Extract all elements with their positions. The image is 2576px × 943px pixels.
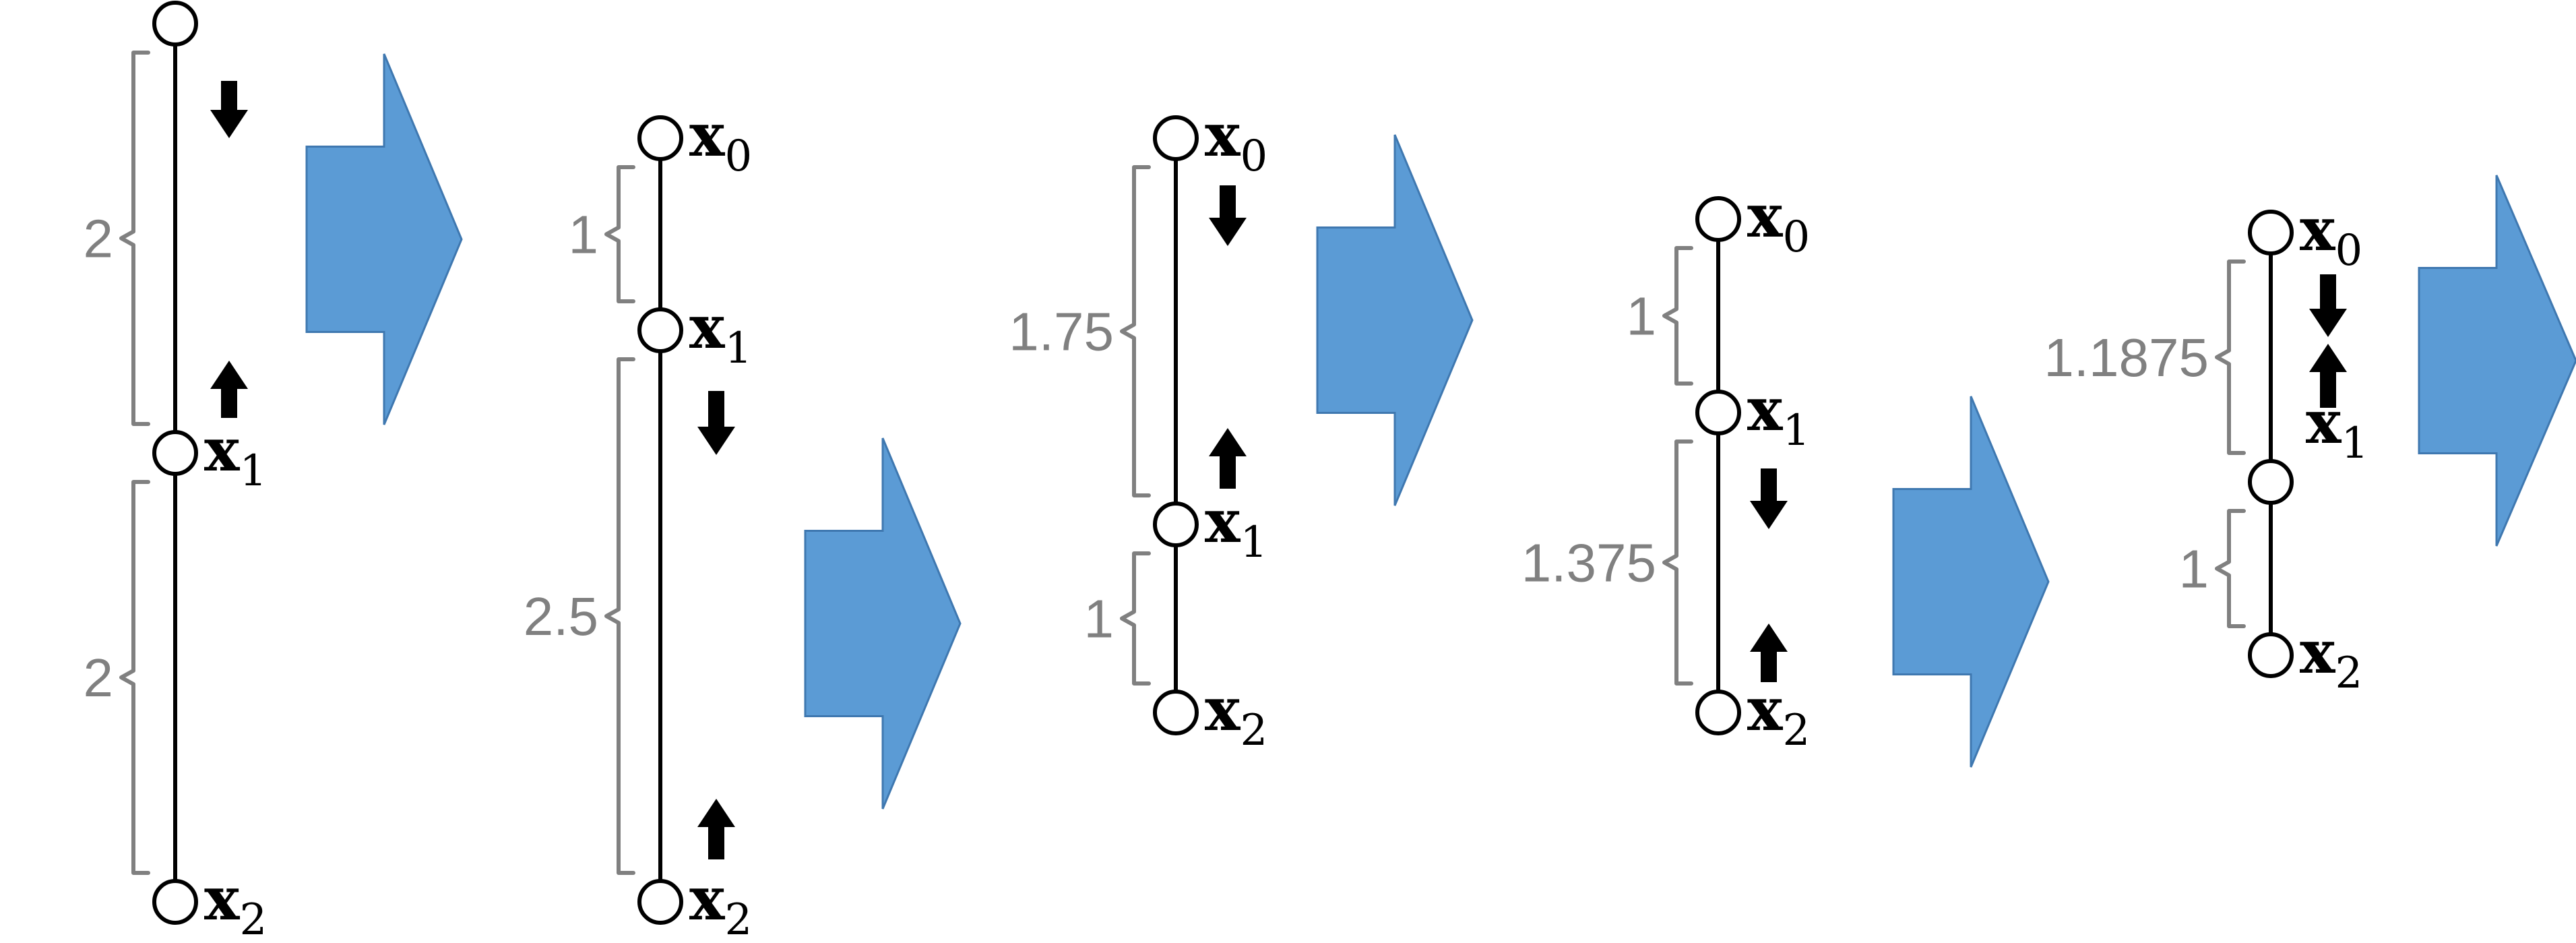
segment-brace <box>119 480 150 875</box>
segment-brace <box>1662 439 1693 686</box>
node-label-subscript: 0 <box>2335 226 2362 276</box>
node-label-subscript: 2 <box>239 895 267 943</box>
node-label-subscript: 0 <box>1240 131 1267 181</box>
step-arrows <box>305 53 2576 810</box>
node-label: x2 <box>1205 674 1267 756</box>
node-label-subscript: 0 <box>1782 212 1810 262</box>
segment-length-label: 1.375 <box>1521 533 1656 593</box>
node-label-subscript: 1 <box>1240 518 1267 568</box>
node-label: x0 <box>689 100 752 181</box>
node-label: x0 <box>2300 194 2362 276</box>
node-label: x2 <box>689 863 752 943</box>
node-label: x2 <box>204 863 267 943</box>
step-arrow-icon <box>1892 396 2050 768</box>
step-arrow-icon <box>1316 134 1474 506</box>
node-label: x2 <box>2300 617 2362 698</box>
node-circle-icon <box>637 879 683 925</box>
segment-length-label: 1 <box>2179 539 2209 599</box>
node-circle-icon <box>1695 690 1741 735</box>
arrow-down-icon <box>2309 274 2347 337</box>
node-label-subscript: 2 <box>724 895 752 943</box>
node-circle-icon <box>1695 196 1741 242</box>
node-label-subscript: 1 <box>1782 406 1810 456</box>
arrow-down-icon <box>1209 185 1247 246</box>
node-label-subscript: 1 <box>724 324 752 373</box>
segment-brace <box>2215 509 2246 628</box>
node-label-subscript: 0 <box>724 131 752 181</box>
panel-p1: 2 2 x1 x2 <box>84 1 267 943</box>
node-label: x1 <box>1205 486 1267 568</box>
segment-length-label: 1 <box>569 205 599 265</box>
node-circle-icon <box>152 430 198 476</box>
arrow-up-icon <box>210 361 248 418</box>
panel-p4: 1 1.375 x0 x1 x2 <box>1521 181 1810 756</box>
node-label: x0 <box>1205 100 1267 181</box>
panel-p2: 1 2.5 x0 x1 x2 <box>524 100 752 943</box>
arrow-down-icon <box>697 391 735 455</box>
node-label-subscript: 2 <box>1782 706 1810 756</box>
node-label: x0 <box>1747 181 1810 262</box>
panel-p5: 1.1875 1 x0 x1 x2 <box>2044 194 2368 698</box>
node-circle-icon <box>1153 690 1199 735</box>
node-circle-icon <box>2248 210 2294 255</box>
node-circle-icon <box>2248 459 2294 505</box>
segment-brace <box>604 165 635 303</box>
node-label: x1 <box>2306 387 2368 468</box>
segment-brace <box>119 51 150 426</box>
node-circle-icon <box>152 1 198 47</box>
segment-brace <box>1662 246 1693 386</box>
node-label-subscript: 2 <box>1240 706 1267 756</box>
segment-brace <box>2215 260 2246 455</box>
node-circle-icon <box>637 307 683 353</box>
node-label-subscript: 2 <box>2335 648 2362 698</box>
step-arrow-icon <box>305 53 463 425</box>
node-label: x1 <box>689 292 752 373</box>
segment-length-label: 1.1875 <box>2044 328 2209 388</box>
arrow-up-icon <box>1750 623 1788 682</box>
step-arrow-icon <box>804 437 962 810</box>
node-circle-icon <box>1153 501 1199 547</box>
node-circle-icon <box>2248 632 2294 678</box>
step-arrow-icon <box>2418 175 2576 547</box>
arrow-up-icon <box>2309 344 2347 408</box>
node-label: x1 <box>1747 374 1810 456</box>
segment-length-label: 2 <box>84 209 114 269</box>
node-circle-icon <box>637 115 683 161</box>
arrow-down-icon <box>1750 468 1788 529</box>
segment-brace <box>1120 165 1151 497</box>
segment-length-label: 2 <box>84 648 114 708</box>
node-circle-icon <box>1695 390 1741 435</box>
node-label: x1 <box>204 415 267 496</box>
segment-length-label: 2.5 <box>524 586 598 646</box>
node-label-subscript: 1 <box>2341 419 2368 468</box>
node-circle-icon <box>1153 115 1199 161</box>
arrow-down-icon <box>210 81 248 138</box>
segment-brace <box>1120 551 1151 686</box>
segment-brace <box>604 357 635 875</box>
node-label-subscript: 1 <box>239 446 267 496</box>
panel-p3: 1.75 1 x0 x1 x2 <box>1009 100 1267 756</box>
node-circle-icon <box>152 879 198 925</box>
node-label: x2 <box>1747 674 1810 756</box>
segment-length-label: 1 <box>1627 286 1657 346</box>
segment-length-label: 1 <box>1084 589 1114 649</box>
segment-length-label: 1.75 <box>1009 302 1114 362</box>
arrow-up-icon <box>1209 428 1247 489</box>
arrow-up-icon <box>697 799 735 859</box>
